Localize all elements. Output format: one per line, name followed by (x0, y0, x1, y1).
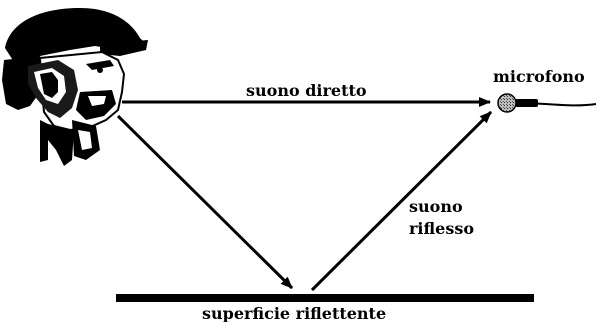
reflected-ray-arrow (310, 110, 493, 292)
reflecting-surface (116, 294, 534, 302)
reflected-sound-label-line1: suono (409, 197, 463, 216)
reflecting-surface-label: superficie riflettente (202, 304, 386, 322)
reflected-sound-label-line2: riflesso (409, 219, 474, 238)
singer-illustration (2, 8, 148, 166)
incident-ray-arrow (116, 114, 294, 290)
microphone-icon (497, 93, 597, 113)
microphone-label: microfono (493, 67, 585, 86)
direct-sound-label: suono diretto (246, 81, 367, 100)
